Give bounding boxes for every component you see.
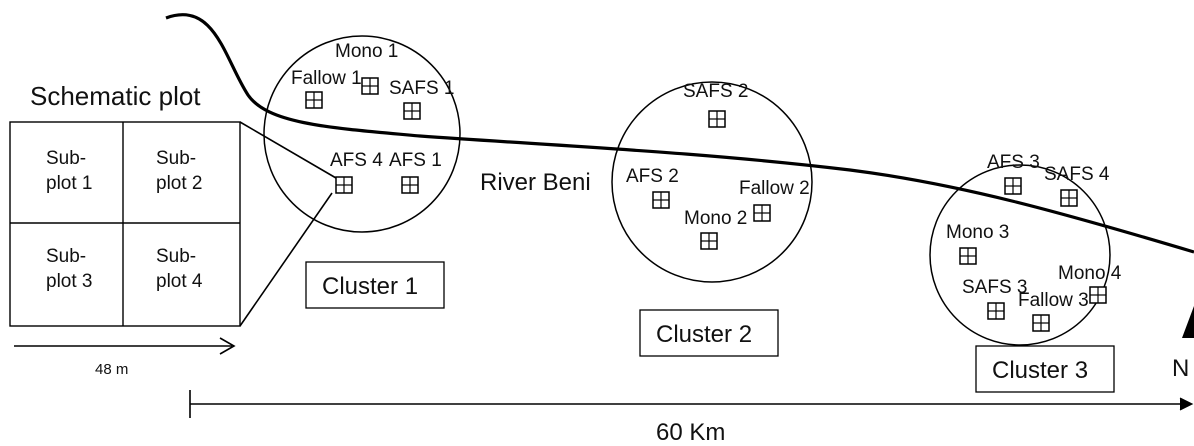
cluster-1-label-box xyxy=(305,261,445,309)
plot-label-fallow-2: Fallow 2 xyxy=(739,178,810,199)
plot-label-mono-3: Mono 3 xyxy=(946,222,1009,243)
subplot-3-line-1: Sub- xyxy=(46,246,86,267)
plot-label-safs-2: SAFS 2 xyxy=(683,81,748,102)
cluster-1: Mono 1 Fallow 1 SAFS 1 AFS 4 AFS 1 Clust… xyxy=(263,35,461,309)
plot-marker-mono-2 xyxy=(700,232,718,250)
cluster-2-label: Cluster 2 xyxy=(656,321,752,348)
zoom-line-bottom xyxy=(239,192,333,327)
cluster-1-label: Cluster 1 xyxy=(322,273,418,300)
subplot-2-line-1: Sub- xyxy=(156,148,196,169)
plot-marker-fallow-2 xyxy=(753,204,771,222)
plot-label-safs-1: SAFS 1 xyxy=(389,78,454,99)
cluster-1-circle xyxy=(263,35,461,233)
scale-label: 48 m xyxy=(95,361,128,378)
cluster-2: SAFS 2 AFS 2 Fallow 2 Mono 2 Cluster 2 xyxy=(611,81,813,357)
schematic-plot-title: Schematic plot xyxy=(30,81,201,111)
plot-marker-safs-4 xyxy=(1060,189,1078,207)
cluster-3: AFS 3 SAFS 4 Mono 3 Mono 4 SAFS 3 Fallow… xyxy=(929,152,1122,393)
plot-marker-afs-4 xyxy=(335,176,353,194)
plot-label-mono-4: Mono 4 xyxy=(1058,263,1122,284)
schematic-plot: Schematic plot Sub- plot 1 Sub- plot 2 S… xyxy=(9,81,241,378)
plot-label-fallow-3: Fallow 3 xyxy=(1018,290,1089,311)
plot-label-fallow-1: Fallow 1 xyxy=(291,68,362,89)
subplot-1-line-1: Sub- xyxy=(46,148,86,169)
river-label: River Beni xyxy=(480,169,591,196)
scale-arrow-head xyxy=(219,337,236,355)
plot-marker-afs-2 xyxy=(652,191,670,209)
plot-label-afs-3: AFS 3 xyxy=(987,152,1040,173)
distance-label: 60 Km xyxy=(656,419,725,446)
zoom-line-top xyxy=(239,121,337,179)
cluster-3-label-box xyxy=(975,345,1115,393)
plot-label-safs-4: SAFS 4 xyxy=(1044,164,1110,185)
plot-marker-fallow-3 xyxy=(1032,314,1050,332)
plot-marker-mono-1 xyxy=(361,77,379,95)
plot-label-mono-1: Mono 1 xyxy=(335,41,398,62)
subplot-4-line-2: plot 4 xyxy=(156,271,203,292)
plot-marker-mono-3 xyxy=(959,247,977,265)
plot-marker-mono-4 xyxy=(1089,286,1107,304)
plot-label-afs-1: AFS 1 xyxy=(389,150,442,171)
subplot-4-line-1: Sub- xyxy=(156,246,196,267)
schematic-plot-frame xyxy=(9,121,241,327)
plot-label-safs-3: SAFS 3 xyxy=(962,277,1027,298)
plot-marker-afs-1 xyxy=(401,176,419,194)
north-label: N xyxy=(1172,355,1189,382)
plot-marker-safs-2 xyxy=(708,110,726,128)
cluster-3-label: Cluster 3 xyxy=(992,357,1088,384)
plot-marker-safs-1 xyxy=(403,102,421,120)
river-beni-line xyxy=(165,13,1194,254)
north-arrow-icon xyxy=(1182,306,1194,338)
subplot-1-line-2: plot 1 xyxy=(46,173,92,194)
cluster-3-circle xyxy=(929,164,1111,346)
plot-label-afs-4: AFS 4 xyxy=(330,150,383,171)
plot-label-mono-2: Mono 2 xyxy=(684,208,747,229)
subplot-3-line-2: plot 3 xyxy=(46,271,92,292)
plot-marker-fallow-1 xyxy=(305,91,323,109)
plot-marker-safs-3 xyxy=(987,302,1005,320)
cluster-2-label-box xyxy=(639,309,779,357)
cluster-2-circle xyxy=(611,81,813,283)
distance-scale-arrowhead xyxy=(1179,397,1194,411)
plot-marker-afs-3 xyxy=(1004,177,1022,195)
plot-label-afs-2: AFS 2 xyxy=(626,166,679,187)
subplot-2-line-2: plot 2 xyxy=(156,173,202,194)
